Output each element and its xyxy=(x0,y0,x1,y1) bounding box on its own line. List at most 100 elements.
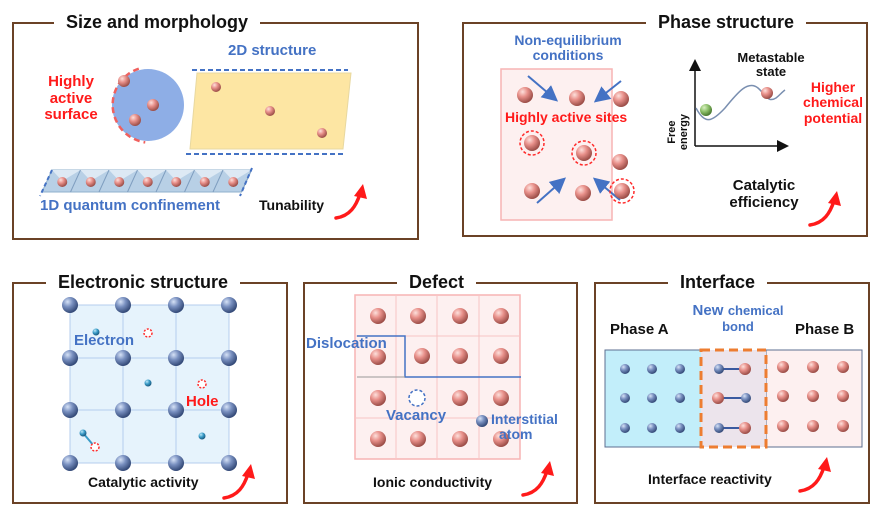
lattice-atom xyxy=(62,455,78,471)
1d-left-dashed-line xyxy=(39,169,53,197)
sphere-atom xyxy=(129,114,141,126)
metastable-ball xyxy=(761,87,773,99)
phase-panel-graphics xyxy=(500,59,789,221)
sheet-atom xyxy=(317,128,327,138)
lattice-atom xyxy=(62,402,78,418)
chain-atom xyxy=(171,177,182,187)
atom-pink xyxy=(739,363,751,375)
lattice-atom xyxy=(410,431,426,447)
phase-a-atom xyxy=(620,364,630,374)
phase-a-atom xyxy=(675,393,685,403)
arrow-in xyxy=(527,75,559,102)
atom-blue xyxy=(741,393,751,403)
atom xyxy=(613,91,629,107)
pyramid-face xyxy=(80,170,109,181)
chain-atom xyxy=(114,177,125,187)
lattice-atom xyxy=(168,455,184,471)
free-energy-axis-label: Free energy xyxy=(665,114,690,151)
lattice-atom xyxy=(452,431,468,447)
1d-quantum-label: 1D quantum confinement xyxy=(40,197,221,214)
arrow-in xyxy=(592,177,621,201)
sheet-atom xyxy=(211,82,221,92)
pyramid-face xyxy=(52,170,81,181)
lattice-atom xyxy=(414,348,430,364)
lattice-atom xyxy=(62,350,78,366)
phase-b-atom xyxy=(777,390,789,402)
panel-title: Interface xyxy=(668,270,768,294)
lattice-atom xyxy=(221,455,237,471)
pyramid-edge xyxy=(70,169,81,193)
atom xyxy=(612,154,628,170)
defect-panel-graphics xyxy=(354,294,521,460)
panel-title: Phase structure xyxy=(646,10,807,34)
hole-label: Hole xyxy=(186,393,219,410)
energy-curve xyxy=(695,84,786,121)
electron xyxy=(79,429,87,437)
atom xyxy=(524,135,540,151)
phase-a-atom xyxy=(647,423,657,433)
panel-electronic-structure: Electronic structure xyxy=(12,270,288,504)
stable-state-ball xyxy=(700,104,712,116)
hole xyxy=(90,442,100,452)
hole xyxy=(197,379,207,389)
lattice-atom xyxy=(221,350,237,366)
lattice-atom xyxy=(115,455,131,471)
lattice-atom xyxy=(370,308,386,324)
electron xyxy=(198,432,206,440)
chain-atom xyxy=(57,177,68,187)
catalytic-activity-label: Catalytic activity xyxy=(88,474,199,490)
increase-arrow-icon xyxy=(334,184,367,220)
1d-right-dashed-line xyxy=(239,167,253,197)
atom xyxy=(614,183,630,199)
atom-blue xyxy=(714,364,724,374)
increase-arrow-icon xyxy=(521,461,554,497)
1d-chain xyxy=(41,169,253,193)
2d-structure-label: 2D structure xyxy=(228,42,317,59)
phase-b-atom xyxy=(777,361,789,373)
electron xyxy=(144,379,152,387)
chain-atom xyxy=(228,177,239,187)
dislocation-line xyxy=(357,335,521,378)
phase-a-atom xyxy=(675,423,685,433)
lattice-atom xyxy=(493,390,509,406)
phase-a-label: Phase A xyxy=(610,321,669,338)
hole xyxy=(143,328,153,338)
phase-b-atom xyxy=(837,420,849,432)
phase-a-atom xyxy=(675,364,685,374)
pyramid-edge xyxy=(127,169,138,193)
active-surface-dashed-arc xyxy=(111,67,146,144)
atom-pink xyxy=(712,392,724,404)
electron xyxy=(92,328,100,336)
highly-active-surface-label: Highly active surface xyxy=(44,73,98,123)
lattice-atom xyxy=(115,350,131,366)
lattice-atom xyxy=(168,350,184,366)
atom xyxy=(569,90,585,106)
phase-a-atom xyxy=(647,393,657,403)
atom xyxy=(524,183,540,199)
panel-title: Electronic structure xyxy=(46,270,241,294)
phase-b-atom xyxy=(807,420,819,432)
phase-b-atom xyxy=(837,361,849,373)
lattice-atom xyxy=(168,297,184,313)
phase-b-atom xyxy=(807,390,819,402)
ionic-conductivity-label: Ionic conductivity xyxy=(373,474,493,490)
sphere-atom xyxy=(147,99,159,111)
phase-b-atom xyxy=(777,420,789,432)
lattice-atom xyxy=(62,297,78,313)
active-site-ring xyxy=(609,178,635,204)
lattice-atom xyxy=(370,390,386,406)
panel-title: Size and morphology xyxy=(54,10,261,34)
panel-defect: Defect xyxy=(303,270,578,504)
lattice-atom xyxy=(493,308,509,324)
electron-label: Electron xyxy=(74,332,135,349)
panel-size-morphology: Size and morphology xyxy=(12,10,419,240)
pyramid-edge xyxy=(212,169,224,193)
atom-pink xyxy=(739,422,751,434)
phase-a-atom xyxy=(620,393,630,403)
phase-a-atom xyxy=(620,423,630,433)
lattice-atom xyxy=(452,390,468,406)
active-site-ring xyxy=(571,140,597,166)
lattice-atom xyxy=(410,308,426,324)
interstitial-atom xyxy=(476,415,488,427)
